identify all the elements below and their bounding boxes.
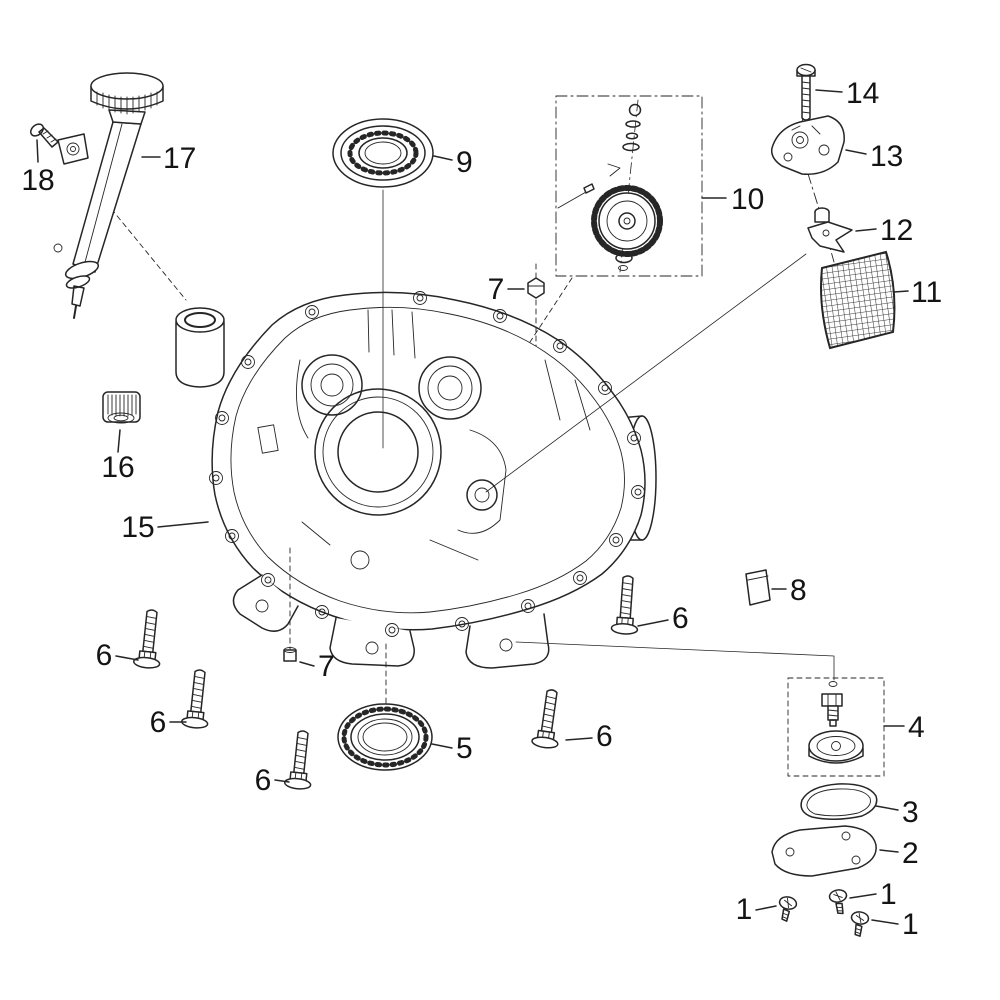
part-flange-bolt-6a xyxy=(132,609,161,669)
part-governor-gear-assembly xyxy=(555,95,703,277)
leader-lines xyxy=(36,89,909,925)
part-block-8 xyxy=(745,569,771,606)
callout-5: 5 xyxy=(456,732,473,765)
callout-1c: 1 xyxy=(902,908,919,941)
callout-11: 11 xyxy=(911,276,942,309)
part-bracket-plate xyxy=(770,115,845,175)
part-plug-16 xyxy=(102,391,141,424)
part-bolt-14 xyxy=(796,63,816,121)
callout-labels: 17 18 9 10 14 13 12 11 7 16 15 8 6 6 6 6… xyxy=(21,77,942,941)
callout-2: 2 xyxy=(902,837,919,870)
part-dipstick-tube xyxy=(53,72,164,319)
part-mesh-screen xyxy=(820,250,896,350)
construction-lines xyxy=(99,111,835,705)
part-screw-1c xyxy=(850,911,870,937)
callout-15: 15 xyxy=(121,511,154,544)
callout-16: 16 xyxy=(101,451,134,484)
callout-7-lower: 7 xyxy=(318,650,335,683)
callout-17: 17 xyxy=(163,142,196,175)
callout-6a: 6 xyxy=(96,639,113,672)
part-screw-1a xyxy=(778,896,798,922)
part-flange-bolt-6b xyxy=(180,669,209,729)
callout-10: 10 xyxy=(731,183,764,216)
callout-1b: 1 xyxy=(880,878,897,911)
callout-6c: 6 xyxy=(255,764,272,797)
part-flange-bolt-6d xyxy=(610,575,639,635)
callout-7-upper: 7 xyxy=(488,273,505,306)
callout-13: 13 xyxy=(870,140,903,173)
callout-9: 9 xyxy=(456,146,473,179)
callout-8: 8 xyxy=(790,574,807,607)
callout-6d: 6 xyxy=(672,602,689,635)
part-pump-assembly xyxy=(787,677,885,777)
callout-6b: 6 xyxy=(150,706,167,739)
part-nut-7-lower xyxy=(283,647,297,662)
flange-bolt-holes xyxy=(209,291,645,637)
part-governor-arm xyxy=(807,207,853,253)
callout-12: 12 xyxy=(880,214,913,247)
callout-3: 3 xyxy=(902,796,919,829)
part-crankcase-cover xyxy=(175,291,657,669)
part-cover-plate xyxy=(771,825,877,877)
part-clamp-screw xyxy=(29,123,89,165)
callout-4: 4 xyxy=(908,711,925,744)
callout-6e: 6 xyxy=(596,720,613,753)
part-ball-bearing xyxy=(332,118,434,188)
callout-1a: 1 xyxy=(736,893,753,926)
cap-knurl xyxy=(96,91,158,115)
part-screw-1b xyxy=(828,889,848,915)
part-oil-seal xyxy=(337,703,433,771)
part-gasket xyxy=(800,783,878,820)
callout-18: 18 xyxy=(21,164,54,197)
callout-14: 14 xyxy=(846,77,879,110)
part-nut-7-upper xyxy=(527,277,545,299)
part-flange-bolt-6c xyxy=(283,730,312,790)
part-flange-bolt-6e xyxy=(531,689,559,749)
